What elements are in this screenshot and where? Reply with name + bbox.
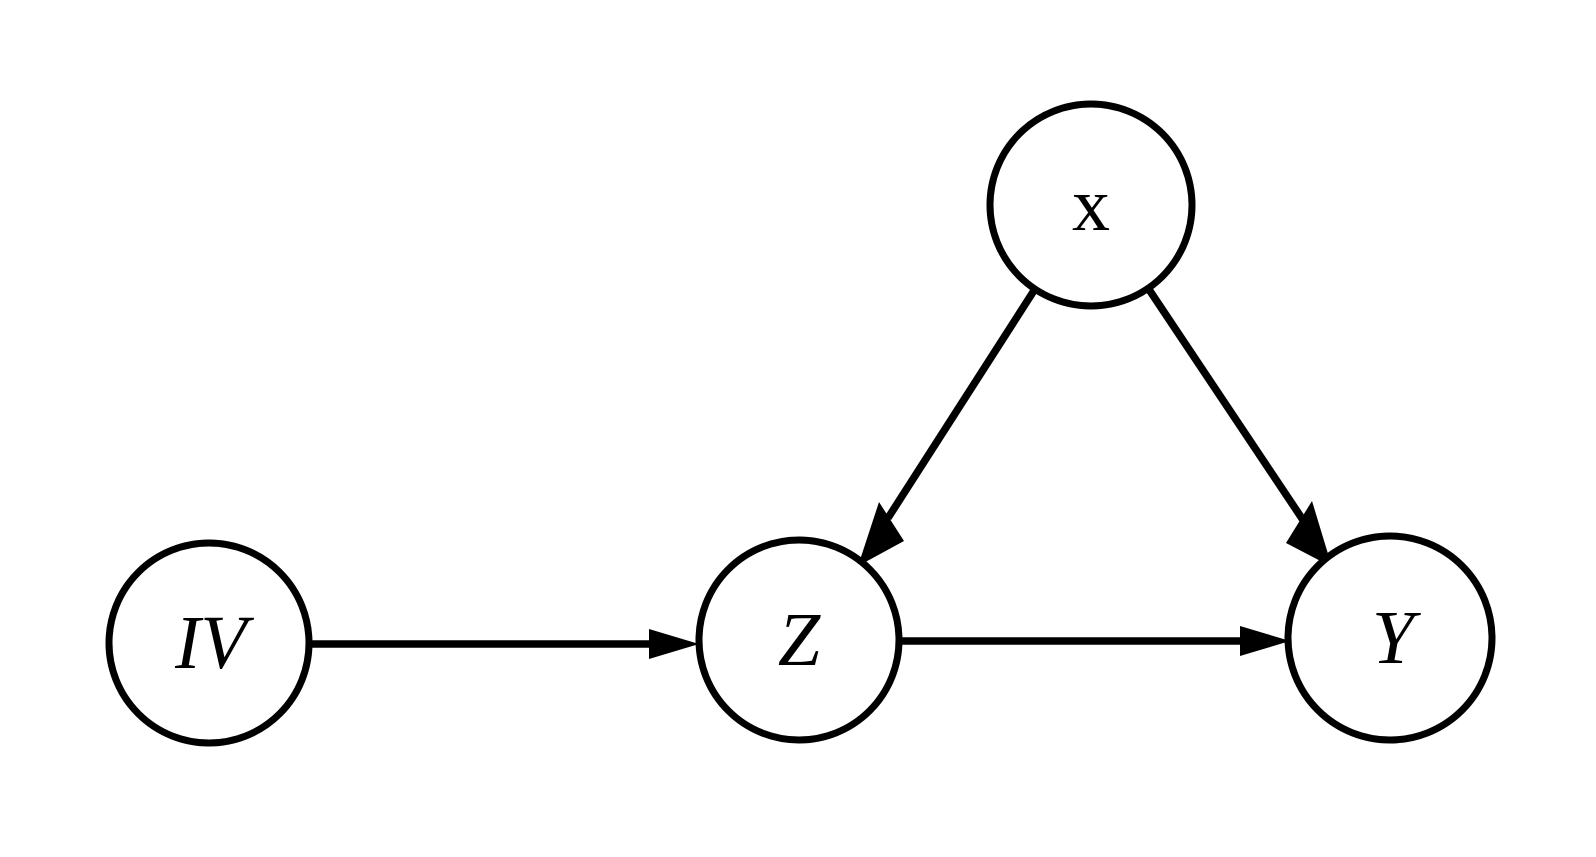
node-y[interactable]: Y — [1284, 532, 1496, 744]
node-y-label: Y — [1372, 596, 1422, 680]
edge-z-to-y[interactable] — [899, 626, 1290, 656]
node-x[interactable]: x — [986, 100, 1196, 310]
edge-z-to-y-arrowhead — [1240, 626, 1290, 656]
node-z[interactable]: Z — [695, 536, 903, 744]
edge-iv-to-z[interactable] — [309, 629, 699, 659]
node-y-circle — [1284, 532, 1496, 744]
node-x-circle — [986, 100, 1196, 310]
node-iv-label: IV — [174, 601, 254, 685]
node-iv[interactable]: IV — [105, 539, 313, 747]
edge-x-to-y-shaft — [1144, 285, 1307, 523]
node-z-circle — [695, 536, 903, 744]
node-x-label: x — [1072, 163, 1110, 247]
edge-x-to-y-arrowhead — [1286, 501, 1332, 567]
edge-x-to-y[interactable] — [1144, 285, 1332, 567]
node-iv-circle — [105, 539, 313, 747]
edge-iv-to-z-arrowhead — [649, 629, 699, 659]
edge-x-to-z[interactable] — [858, 286, 1039, 566]
node-z-label: Z — [778, 598, 821, 682]
edge-x-to-z-shaft — [884, 286, 1039, 521]
edge-x-to-z-arrowhead — [858, 502, 904, 566]
